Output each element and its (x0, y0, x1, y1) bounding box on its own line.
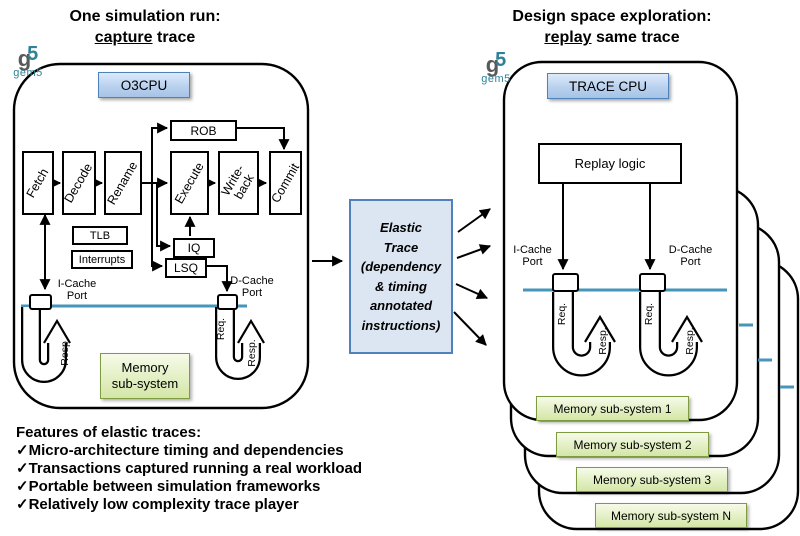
replay-port-arrows (557, 181, 656, 271)
features-heading: Features of elastic traces: (16, 424, 202, 441)
dcache-port-box-right (639, 273, 666, 292)
replay-title-line2: replay same trace (492, 27, 732, 48)
trace-flow-arrows (312, 208, 492, 346)
resp-label-right-dcache: Resp. (684, 327, 696, 355)
stage-commit: Commit (268, 151, 302, 215)
feature-item: ✓Micro-architecture timing and dependenc… (16, 442, 344, 459)
features-list: Features of elastic traces: ✓Micro-archi… (16, 424, 446, 514)
memory-subsystem-box: Memory sub-system (100, 353, 190, 399)
gem5-wordmark: gem5 (481, 73, 511, 85)
rob-box: ROB (170, 120, 237, 141)
gem5-g-glyph: g (17, 46, 32, 71)
replay-logic-box: Replay logic (538, 143, 682, 184)
replay-title-line1: Design space exploration: (512, 8, 712, 25)
lsq-box: LSQ (165, 258, 207, 278)
memory-subsystem-3: Memory sub-system 3 (576, 467, 728, 492)
dcache-port-label-left: D-Cache Port (230, 275, 274, 299)
feature-item: ✓Transactions captured running a real wo… (16, 460, 362, 477)
resp-label-left-icache: Resp. (59, 338, 71, 366)
replay-title: Design space exploration: replay same tr… (492, 6, 732, 48)
icache-port-label-right: I-Cache Port (513, 244, 552, 268)
feature-item: ✓Relatively low complexity trace player (16, 496, 299, 513)
elastic-trace-box: Elastic Trace (dependency & timing annot… (349, 199, 453, 354)
stage-writeback: Write- back (218, 151, 259, 215)
stage-rename: Rename (104, 151, 142, 215)
iq-box: IQ (173, 238, 215, 258)
capture-rest: trace (152, 29, 196, 46)
req-label-right-dcache: Req. (643, 302, 655, 326)
gem5-5-glyph: 5 (27, 43, 39, 65)
gem5-mark: g5 (474, 50, 518, 77)
trace-cpu-label-box: TRACE CPU (547, 73, 669, 99)
memory-subsystem-1: Memory sub-system 1 (536, 396, 689, 421)
memory-subsystem-n: Memory sub-system N (595, 503, 747, 528)
gem5-g-glyph: g (485, 52, 500, 77)
req-label-right-icache: Req. (556, 302, 568, 326)
gem5-logo-left: g5 gem5 (6, 44, 50, 79)
pipeline-connectors (39, 122, 290, 293)
capture-title-line1: One simulation run: (69, 8, 221, 25)
gem5-mark: g5 (6, 44, 50, 71)
icache-port-label-left: I-Cache Port (57, 278, 97, 302)
req-label-left-dcache: Req. (215, 317, 227, 341)
stage-execute: Execute (170, 151, 209, 215)
dcache-port-box-left (217, 294, 238, 310)
icache-port-box-left (29, 294, 52, 310)
gem5-wordmark: gem5 (13, 67, 43, 79)
capture-word: capture (94, 29, 153, 46)
feature-item: ✓Portable between simulation frameworks (16, 478, 321, 495)
o3cpu-label-box: O3CPU (98, 72, 190, 98)
stage-fetch: Fetch (22, 151, 54, 215)
replay-rest: same trace (591, 29, 680, 46)
replay-word: replay (544, 29, 592, 46)
resp-label-left-dcache: Resp. (246, 339, 258, 367)
gem5-logo-right: g5 gem5 (474, 50, 518, 85)
capture-title: One simulation run: capture trace (30, 6, 260, 48)
resp-label-right-icache: Resp. (597, 327, 609, 355)
capture-title-line2: capture trace (30, 27, 260, 48)
dcache-port-label-right: D-Cache Port (668, 244, 713, 268)
icache-port-box-right (552, 273, 579, 292)
req-resp-tubes (21, 292, 703, 383)
tlb-box: TLB (72, 226, 128, 245)
stage-decode: Decode (62, 151, 96, 215)
interrupts-box: Interrupts (71, 250, 133, 269)
memory-subsystem-2: Memory sub-system 2 (556, 432, 709, 457)
gem5-5-glyph: 5 (495, 49, 507, 71)
